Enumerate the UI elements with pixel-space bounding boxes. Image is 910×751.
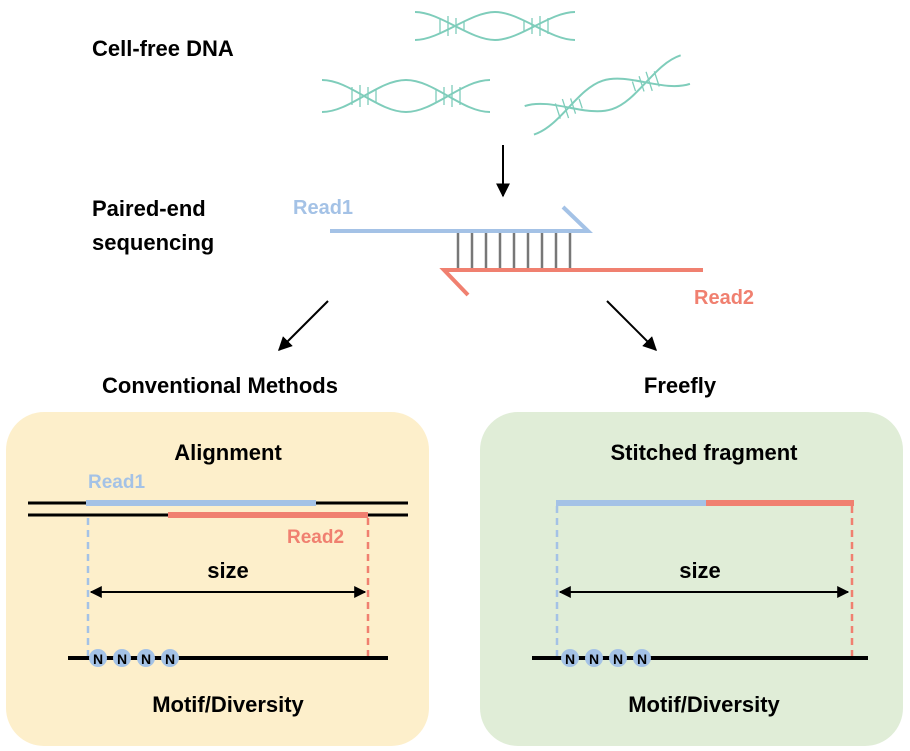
left-motif-beads: N N N N	[89, 649, 179, 667]
alignment-title: Alignment	[174, 440, 282, 465]
stitched-title: Stitched fragment	[610, 440, 798, 465]
motif-base: N	[613, 651, 623, 667]
motif-base: N	[165, 651, 175, 667]
motif-base: N	[117, 651, 127, 667]
motif-base: N	[589, 651, 599, 667]
arrow-to-conventional	[278, 300, 329, 351]
conventional-label: Conventional Methods	[102, 373, 338, 398]
read2-strand	[439, 268, 703, 297]
arrow-to-freefly	[606, 300, 657, 351]
left-read2-label: Read2	[287, 527, 344, 548]
right-size-label: size	[679, 558, 721, 583]
alignment-panel: Alignment Read1 Read2 size N N N N Motif…	[6, 412, 429, 746]
read1-strand	[330, 205, 593, 233]
read1-label: Read1	[293, 197, 353, 219]
dna-helix-top	[414, 10, 576, 42]
left-size-label: size	[207, 558, 249, 583]
left-footer-label: Motif/Diversity	[152, 692, 304, 717]
pe-label-line2: sequencing	[92, 230, 214, 255]
pe-label-line1: Paired-end	[92, 196, 206, 221]
stitched-panel: Stitched fragment size N N N N Motif/Div…	[480, 412, 903, 746]
motif-base: N	[637, 651, 647, 667]
read2-label: Read2	[694, 287, 754, 309]
left-read1-label: Read1	[88, 472, 145, 493]
right-motif-beads: N N N N	[561, 649, 651, 667]
right-footer-label: Motif/Diversity	[628, 692, 780, 717]
base-pair-ticks	[456, 233, 572, 268]
motif-base: N	[141, 651, 151, 667]
cfdna-label: Cell-free DNA	[92, 36, 234, 61]
motif-base: N	[565, 651, 575, 667]
freefly-label: Freefly	[644, 373, 717, 398]
dna-helix-right	[524, 54, 691, 136]
motif-base: N	[93, 651, 103, 667]
dna-helix-left	[321, 78, 491, 114]
